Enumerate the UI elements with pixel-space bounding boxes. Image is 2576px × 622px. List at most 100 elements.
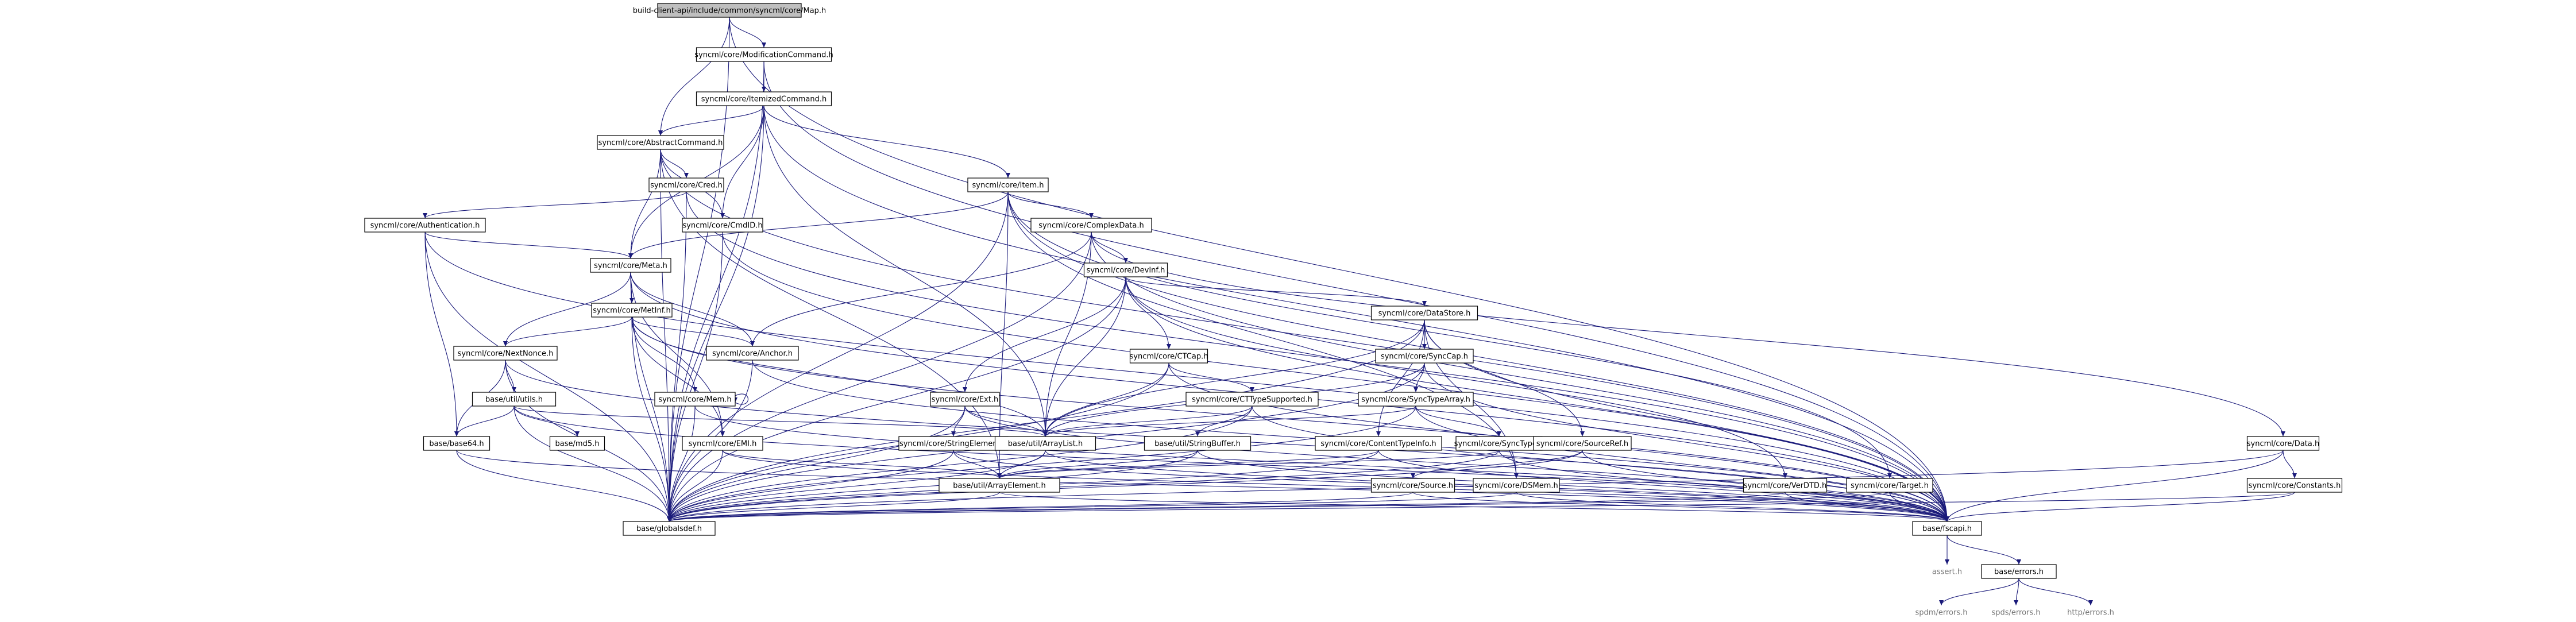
node-source[interactable]: syncml/core/Source.h: [1370, 478, 1455, 493]
edge-arrowhead: [720, 213, 725, 218]
dependency-edge: [669, 231, 723, 522]
node-fscapi[interactable]: base/fscapi.h: [1912, 521, 1982, 536]
node-box: [994, 436, 1096, 451]
node-httperr[interactable]: http/errors.h: [2067, 609, 2114, 617]
node-spdmerr[interactable]: spdm/errors.h: [1915, 609, 1968, 617]
dependency-edge: [669, 450, 723, 522]
node-box: [654, 392, 736, 407]
node-arrayelem[interactable]: base/util/ArrayElement.h: [939, 478, 1060, 493]
node-synccap[interactable]: syncml/core/SyncCap.h: [1375, 349, 1474, 364]
node-mem[interactable]: syncml/core/Mem.h: [654, 392, 736, 407]
node-constants[interactable]: syncml/core/Constants.h: [2246, 478, 2343, 493]
node-itemcmd[interactable]: syncml/core/ItemizedCommand.h: [696, 91, 832, 106]
node-arraylist[interactable]: base/util/ArrayList.h: [994, 436, 1096, 451]
node-strelem[interactable]: syncml/core/StringElement.h: [898, 436, 1009, 451]
node-cred[interactable]: syncml/core/Cred.h: [648, 177, 724, 192]
node-abscmd[interactable]: syncml/core/AbstractCommand.h: [597, 135, 724, 150]
node-root[interactable]: build-client-api/include/common/syncml/c…: [633, 3, 827, 18]
node-devinf[interactable]: syncml/core/DevInf.h: [1083, 262, 1168, 277]
node-box: [1358, 392, 1474, 407]
dependency-edge: [1516, 492, 1948, 522]
node-metinf[interactable]: syncml/core/MetInf.h: [591, 303, 673, 318]
node-emi[interactable]: syncml/core/EMI.h: [682, 436, 763, 451]
dependency-edge: [513, 405, 1948, 522]
edge-arrowhead: [1250, 387, 1254, 392]
dependency-edge: [1197, 450, 1948, 522]
node-label: syncml/core/Data.h: [2247, 440, 2319, 449]
dependency-edge: [729, 17, 1948, 522]
edge-arrowhead: [951, 431, 956, 436]
edge-arrowhead: [1422, 344, 1427, 349]
node-md5[interactable]: base/md5.h: [549, 436, 605, 451]
edge-arrowhead: [628, 253, 633, 258]
dependency-edge: [631, 316, 670, 522]
node-label: syncml/core/Item.h: [972, 181, 1044, 190]
node-sourceref[interactable]: syncml/core/SourceRef.h: [1533, 436, 1632, 451]
node-ctcap[interactable]: syncml/core/CTCap.h: [1130, 349, 1208, 364]
node-base64[interactable]: base/base64.h: [423, 436, 491, 451]
dependency-edge: [505, 316, 632, 347]
node-data[interactable]: syncml/core/Data.h: [2246, 436, 2320, 451]
node-modcmd[interactable]: syncml/core/ModificationCommand.h: [694, 47, 833, 62]
node-label: assert.h: [1932, 568, 1962, 577]
node-box: [2246, 436, 2320, 451]
node-ctinfo[interactable]: syncml/core/ContentTypeInfo.h: [1315, 436, 1442, 451]
node-auth[interactable]: syncml/core/Authentication.h: [364, 218, 486, 233]
node-item[interactable]: syncml/core/Item.h: [967, 177, 1049, 192]
node-box: [453, 346, 558, 361]
dependency-edge: [669, 61, 764, 522]
dependency-edge: [513, 405, 1046, 437]
dependency-edge: [1007, 191, 1948, 522]
node-spdserr[interactable]: spds/errors.h: [1991, 609, 2040, 617]
node-label: syncml/core/Ext.h: [932, 396, 998, 404]
node-label: http/errors.h: [2067, 609, 2114, 617]
dependency-edge: [1045, 276, 1126, 437]
node-globals[interactable]: base/globalsdef.h: [623, 521, 716, 536]
edge-arrowhead: [720, 431, 725, 436]
node-label: syncml/core/ModificationCommand.h: [694, 51, 833, 60]
dependency-edge: [722, 105, 764, 219]
node-box: [1846, 478, 1933, 493]
dependency-edge: [669, 450, 1583, 522]
dependency-edge: [999, 450, 1379, 479]
edge-arrowhead: [1945, 516, 1949, 521]
node-dsmem[interactable]: syncml/core/DSMem.h: [1473, 478, 1560, 493]
node-box: [696, 91, 832, 106]
node-strbuf[interactable]: base/util/StringBuffer.h: [1144, 436, 1252, 451]
node-verdtd[interactable]: syncml/core/VerDTD.h: [1743, 478, 1828, 493]
node-target[interactable]: syncml/core/Target.h: [1846, 478, 1933, 493]
node-label: syncml/core/DevInf.h: [1087, 266, 1165, 275]
node-box: [1743, 478, 1828, 493]
node-errors[interactable]: base/errors.h: [1981, 564, 2057, 579]
dependency-edge: [660, 149, 1948, 522]
node-ext[interactable]: syncml/core/Ext.h: [930, 392, 1000, 407]
node-cttype[interactable]: syncml/core/CTTypeSupported.h: [1185, 392, 1319, 407]
node-cmdid[interactable]: syncml/core/CmdID.h: [682, 218, 763, 233]
node-complex[interactable]: syncml/core/ComplexData.h: [1030, 218, 1152, 233]
dependency-edge: [669, 405, 965, 522]
node-assert[interactable]: assert.h: [1932, 568, 1962, 577]
node-label: base/util/ArrayElement.h: [953, 482, 1046, 490]
node-box: [930, 392, 1000, 407]
node-synctype[interactable]: syncml/core/SyncType.h: [1454, 436, 1544, 451]
node-utils[interactable]: base/util/utils.h: [472, 392, 557, 407]
dependency-edge: [669, 450, 1198, 522]
dependency-edge: [1045, 405, 1416, 437]
node-label: syncml/core/Authentication.h: [370, 222, 480, 230]
node-box: [682, 436, 763, 451]
dependency-edge: [424, 191, 687, 219]
edge-arrowhead: [762, 87, 766, 92]
node-nextnonce[interactable]: syncml/core/NextNonce.h: [453, 346, 558, 361]
node-datastore[interactable]: syncml/core/DataStore.h: [1370, 306, 1478, 320]
dependency-edge: [630, 272, 753, 347]
node-anchor[interactable]: syncml/core/Anchor.h: [706, 346, 799, 361]
dependency-edge: [669, 191, 1009, 522]
node-synctypearr[interactable]: syncml/core/SyncTypeArray.h: [1358, 392, 1474, 407]
dependency-edge: [513, 405, 670, 522]
node-meta[interactable]: syncml/core/Meta.h: [590, 258, 671, 273]
dependency-edge: [1125, 276, 1425, 307]
dependency-edge: [1947, 492, 2295, 522]
dependency-edge: [631, 316, 723, 437]
node-box: [1533, 436, 1632, 451]
